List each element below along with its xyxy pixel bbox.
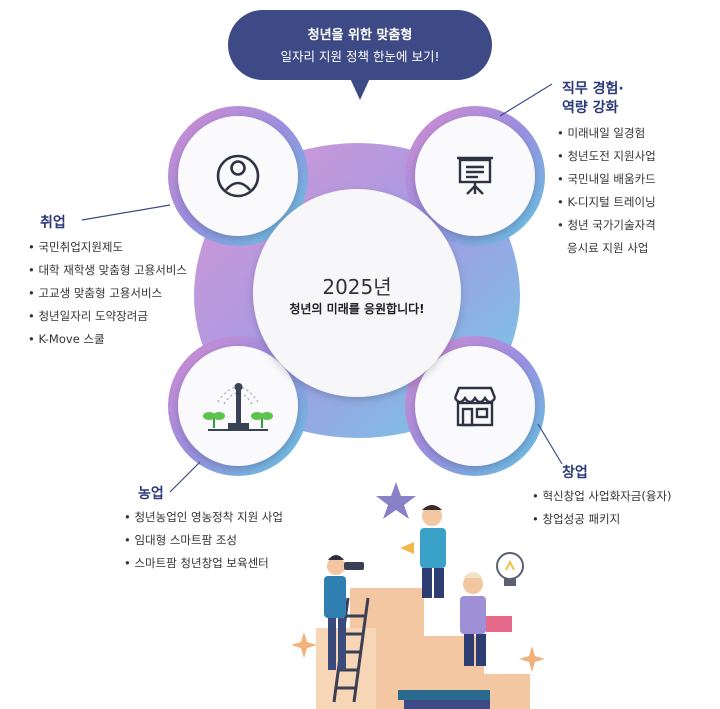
book — [404, 700, 490, 709]
person-trophy — [400, 505, 446, 598]
callout-line2: 일자리 지원 정책 한눈에 보기! — [280, 49, 440, 64]
book — [398, 690, 490, 700]
employment-list: 국민취업지원제도 대학 재학생 맞춤형 고용서비스 고교생 맞춤형 고용서비스 … — [28, 236, 187, 351]
list-item: 대학 재학생 맞춤형 고용서비스 — [28, 259, 187, 282]
work-experience-list: 미래내일 일경험 청년도전 지원사업 국민내일 배움카드 K-디지털 트레이닝 … — [557, 122, 656, 237]
startup-title: 창업 — [562, 465, 588, 481]
person-laptop — [460, 572, 512, 666]
list-item: 스마트팜 청년창업 보육센터 — [124, 552, 283, 575]
presentation-board-icon — [457, 156, 493, 195]
list-item: 청년 국가기술자격 — [557, 214, 655, 237]
callout-pointer — [349, 76, 371, 100]
storefront-icon — [453, 386, 497, 427]
work-title-line1: 직무 경험· — [562, 81, 624, 97]
leader-employment — [81, 204, 171, 221]
list-item: 미래내일 일경험 — [557, 122, 656, 145]
leader-work — [499, 83, 553, 117]
trophy-icon — [400, 542, 414, 554]
person-binoculars — [324, 555, 364, 670]
leader-startup — [537, 423, 563, 465]
agriculture-title: 농업 — [138, 486, 164, 502]
star-icon — [376, 482, 416, 519]
center-year: 2025년 — [322, 275, 392, 299]
list-item: 국민내일 배움카드 — [557, 168, 655, 191]
leader-agri — [169, 461, 201, 493]
list-item: 고교생 맞춤형 고용서비스 — [28, 282, 187, 305]
callout-line1: 청년을 위한 맞춤형 — [307, 28, 413, 43]
employment-circle — [178, 116, 298, 236]
list-item: 임대형 스마트팜 조성 — [124, 529, 283, 552]
list-item: 청년도전 지원사업 — [557, 145, 655, 168]
startup-list: 혁신창업 사업화자금(융자) 창업성공 패키지 — [532, 485, 671, 531]
list-item: 청년농업인 영농정착 지원 사업 — [124, 506, 283, 529]
list-item: 청년일자리 도약장려금 — [28, 305, 187, 328]
smart-farm-icon — [203, 383, 273, 431]
low-block — [484, 674, 530, 709]
list-item: 혁신창업 사업화자금(융자) — [532, 485, 671, 508]
agriculture-list: 청년농업인 영농정착 지원 사업 임대형 스마트팜 조성 스마트팜 청년창업 보… — [124, 506, 283, 575]
work-title-line2: 역량 강화 — [562, 100, 619, 116]
list-item: K-Move 스쿨 — [28, 328, 187, 351]
list-item: K-디지털 트레이닝 — [557, 191, 656, 214]
laptop-icon — [486, 616, 512, 632]
sparkle-icon — [291, 632, 317, 658]
list-item: 창업성공 패키지 — [532, 508, 671, 531]
lightbulb-icon — [496, 552, 524, 586]
work-item-continuation: 응시료 지원 사업 — [567, 241, 649, 255]
youth-illustration — [291, 482, 545, 709]
list-item: 국민취업지원제도 — [28, 236, 187, 259]
work-experience-title: 직무 경험· 역량 강화 — [562, 80, 624, 118]
callout-bubble: 청년을 위한 맞춤형 일자리 지원 정책 한눈에 보기! — [228, 10, 492, 80]
center-circle — [253, 189, 461, 397]
startup-circle — [415, 346, 535, 466]
employment-title: 취업 — [40, 215, 66, 231]
sparkle-icon — [519, 646, 545, 672]
center-subtitle: 청년의 미래를 응원합니다! — [289, 302, 425, 316]
person-icon — [216, 154, 260, 198]
